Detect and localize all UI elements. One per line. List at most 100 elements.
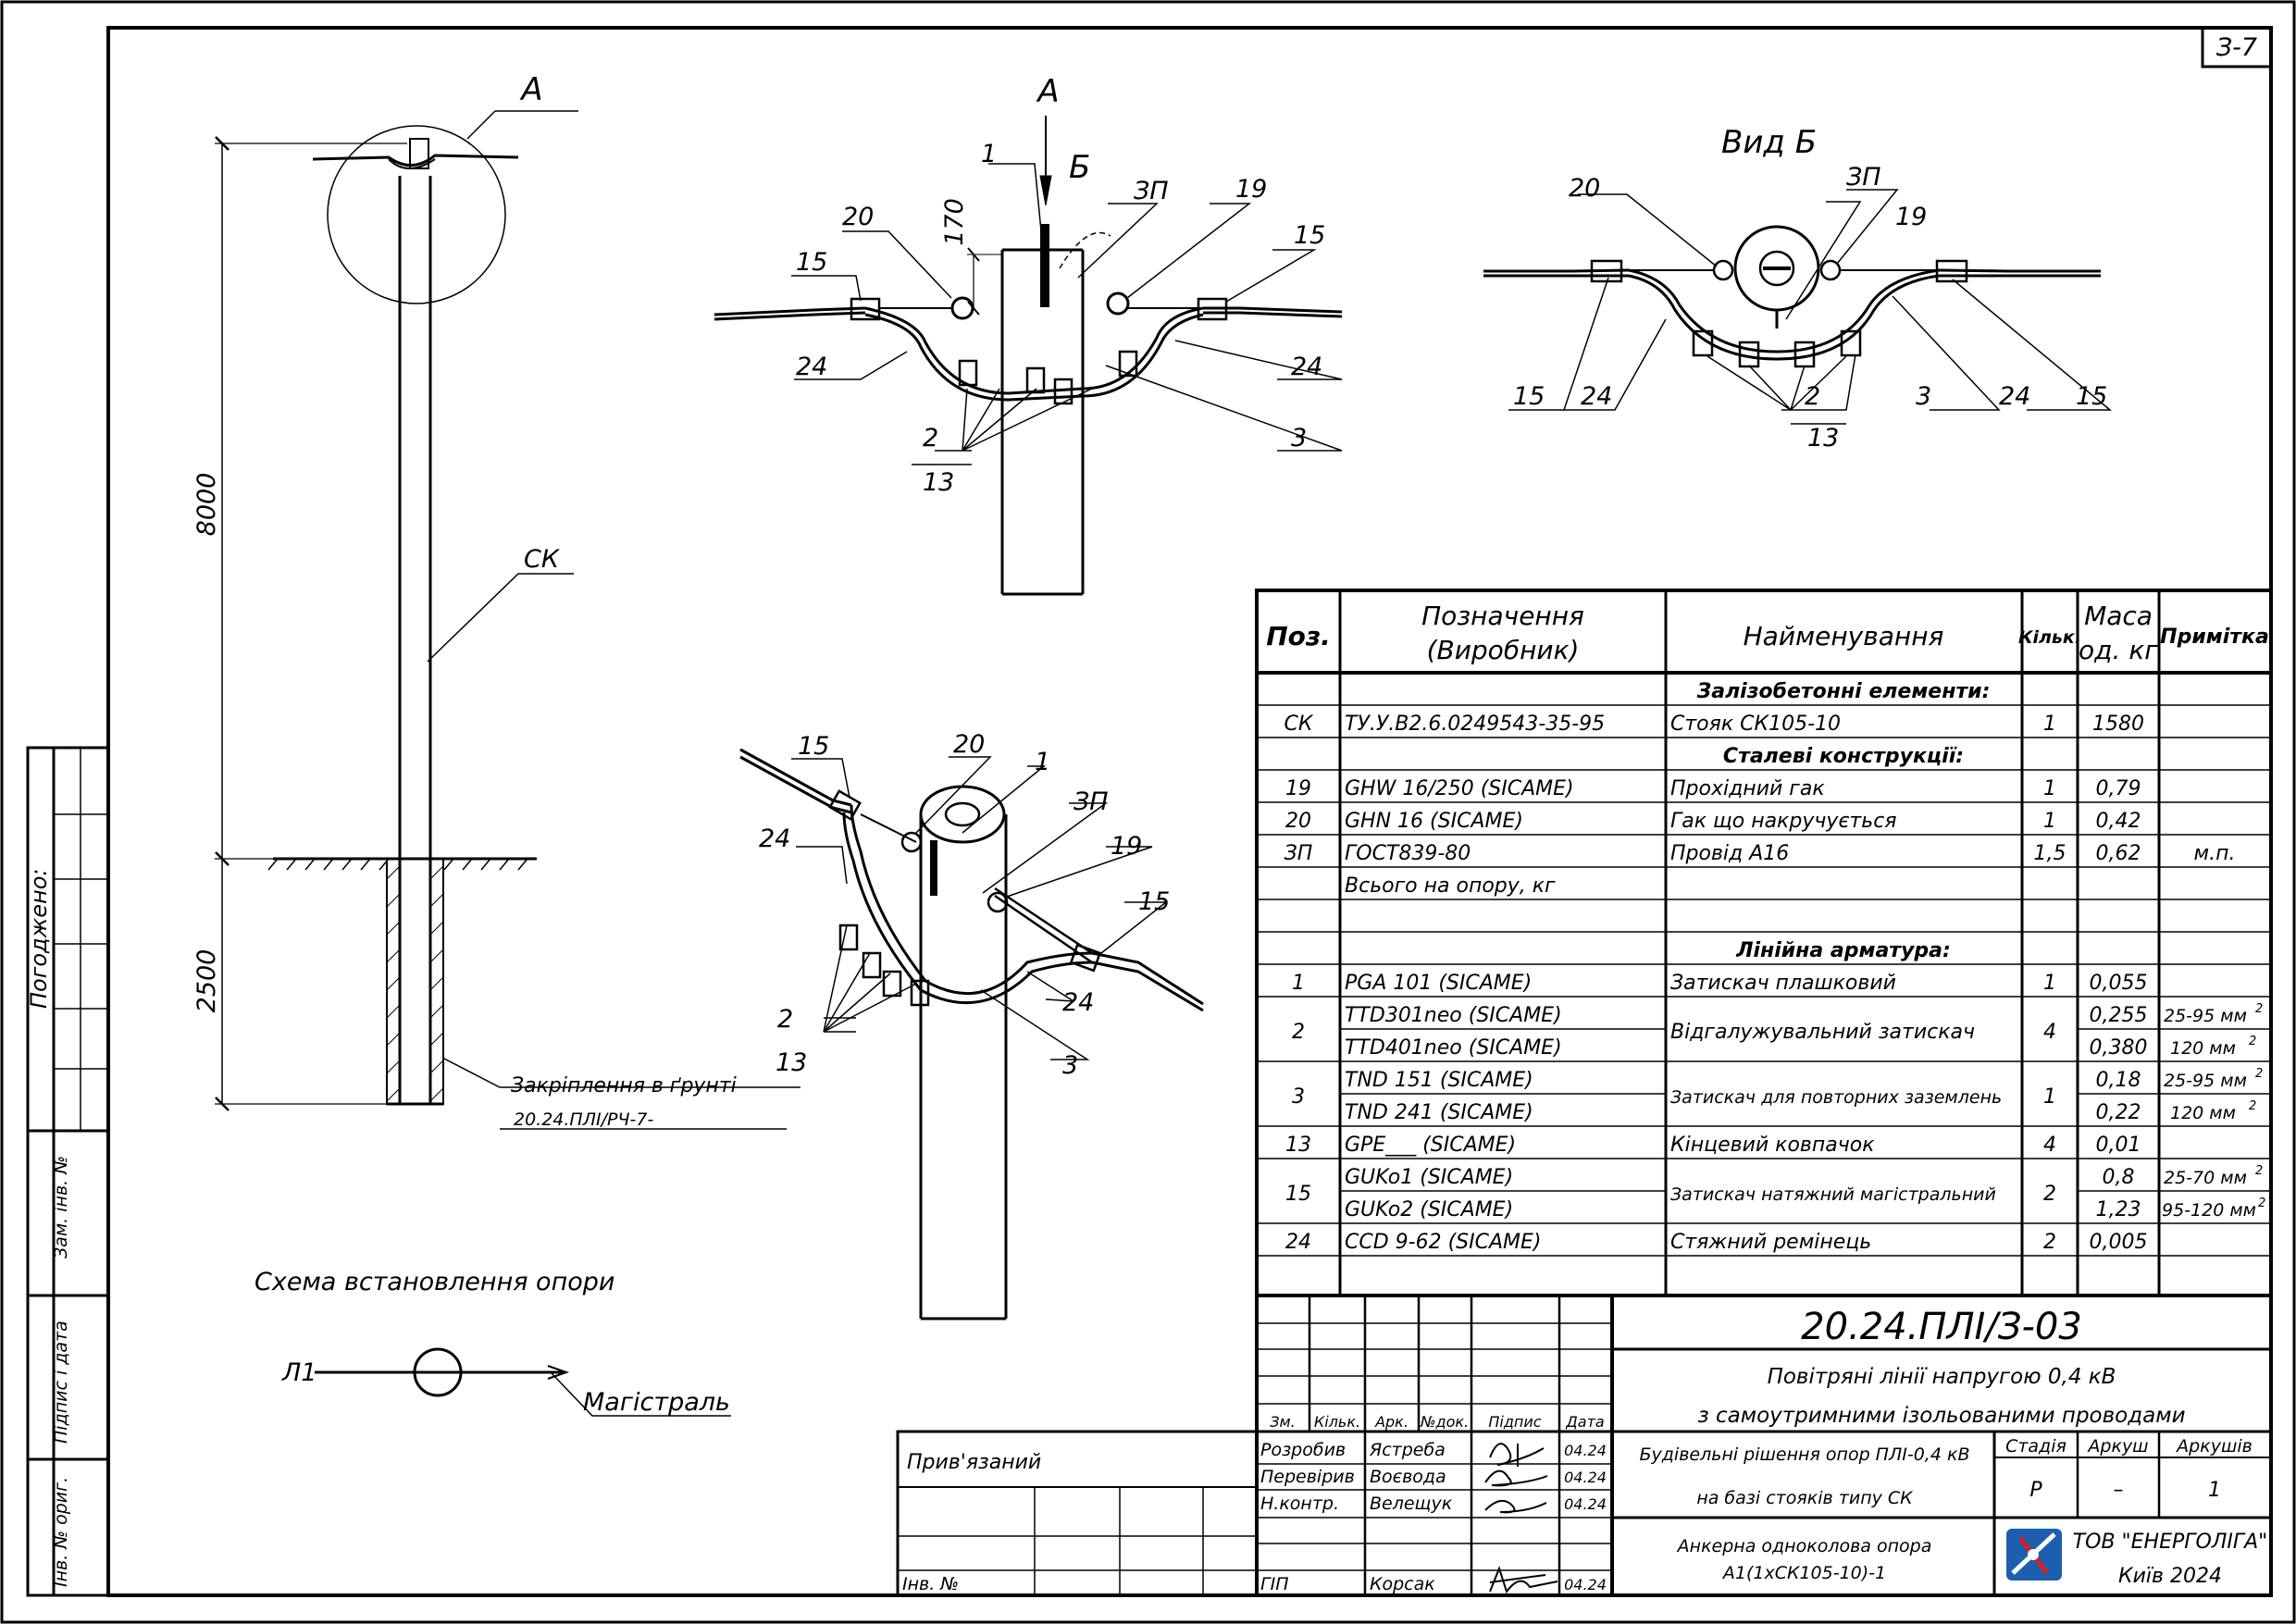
svg-text:25-70 мм: 25-70 мм bbox=[2164, 1168, 2247, 1188]
sheet-value: – bbox=[2114, 1479, 2124, 1502]
vidb-label-13: 13 bbox=[1807, 424, 1839, 452]
svg-text:2: 2 bbox=[2255, 1002, 2263, 1016]
spec-header-name: Найменування bbox=[1744, 621, 1944, 651]
label-a-left: А bbox=[519, 71, 542, 108]
svg-text:Затискач натяжний магістральни: Затискач натяжний магістральний bbox=[1670, 1184, 1996, 1205]
svg-text:PGA 101 (SICAME): PGA 101 (SICAME) bbox=[1345, 972, 1532, 995]
svg-text:Прохідний гак: Прохідний гак bbox=[1670, 777, 1825, 800]
svg-text:0,380: 0,380 bbox=[2090, 1036, 2148, 1060]
svg-text:19: 19 bbox=[1285, 777, 1311, 800]
svg-text:2: 2 bbox=[2043, 1183, 2056, 1206]
svg-text:3: 3 bbox=[1292, 1085, 1305, 1109]
detA-label-3: 3 bbox=[1291, 424, 1307, 452]
svg-text:2: 2 bbox=[2255, 1067, 2263, 1081]
view-b bbox=[1483, 189, 2113, 425]
label-l1: Л1 bbox=[281, 1358, 316, 1387]
spec-row-zp: ЗП ГОСТ839-80 Провід А16 1,5 0,62 м.п. bbox=[1285, 842, 2236, 865]
label-b-arrow: Б bbox=[1069, 149, 1090, 186]
svg-text:1: 1 bbox=[2043, 713, 2056, 736]
person-row-gip: ГІП Корсак 04.24 bbox=[1260, 1574, 1607, 1594]
stage-value: Р bbox=[2029, 1479, 2042, 1502]
iso-label-19: 19 bbox=[1111, 832, 1142, 861]
svg-text:Провід А16: Провід А16 bbox=[1670, 842, 1789, 865]
svg-text:2: 2 bbox=[2249, 1035, 2256, 1048]
iso-label-1: 1 bbox=[1035, 748, 1050, 776]
svg-text:Гак що накручується: Гак що накручується bbox=[1670, 810, 1897, 833]
sheets-label: Аркушів bbox=[2175, 1436, 2253, 1457]
dim-8000: 8000 bbox=[192, 473, 221, 537]
detA-label-24-right: 24 bbox=[1291, 353, 1322, 381]
vidb-label-20: 20 bbox=[1569, 174, 1600, 203]
svg-text:GHN 16 (SICAME): GHN 16 (SICAME) bbox=[1345, 810, 1523, 833]
stage-label: Стадія bbox=[2005, 1436, 2066, 1457]
svg-text:1: 1 bbox=[2043, 810, 2056, 833]
iso-label-2: 2 bbox=[777, 1005, 793, 1034]
svg-text:ГІП: ГІП bbox=[1260, 1574, 1288, 1594]
label-vid-b: Вид Б bbox=[1721, 124, 1817, 161]
stamp-pidpys-data: Підпис і дата bbox=[51, 1320, 71, 1444]
col-ndok: №док. bbox=[1420, 1413, 1469, 1431]
person-row-developer: Розробив Ястреба 04.24 bbox=[1260, 1440, 1607, 1460]
dim-170: 170 bbox=[940, 198, 969, 246]
spec-header-oznach-1: Позначення bbox=[1421, 601, 1584, 631]
detA-label-19: 19 bbox=[1235, 175, 1267, 204]
spec-row-19: 19 GHW 16/250 (SICAME) Прохідний гак 1 0… bbox=[1285, 777, 2141, 800]
svg-text:4: 4 bbox=[2043, 1021, 2056, 1044]
spec-header-pos: Поз. bbox=[1266, 621, 1331, 651]
iso-label-20: 20 bbox=[953, 730, 985, 759]
detA-label-15-left: 15 bbox=[796, 248, 827, 277]
svg-text:0,42: 0,42 bbox=[2096, 810, 2141, 833]
spec-row-15: 15 GUKo1 (SICAME) GUKo2 (SICAME) Затиска… bbox=[1285, 1164, 2265, 1221]
spec-section-steel: Сталеві конструкції: bbox=[1723, 745, 1964, 768]
svg-text:0,79: 0,79 bbox=[2096, 777, 2141, 800]
svg-text:1580: 1580 bbox=[2092, 713, 2144, 736]
svg-text:0,055: 0,055 bbox=[2090, 972, 2148, 995]
svg-text:Затискач плашковий: Затискач плашковий bbox=[1670, 972, 1896, 995]
spec-row-total: Всього на опору, кг bbox=[1345, 874, 1556, 898]
svg-text:Воєвода: Воєвода bbox=[1370, 1467, 1446, 1487]
iso-label-24-right: 24 bbox=[1062, 988, 1094, 1017]
detA-label-13: 13 bbox=[923, 468, 954, 497]
label-a-top: А bbox=[1036, 73, 1059, 110]
spec-section-fittings: Лінійна арматура: bbox=[1735, 939, 1951, 962]
ground-ref: 20.24.ПЛІ/РЧ-7- bbox=[514, 1110, 653, 1130]
detA-label-1: 1 bbox=[981, 140, 997, 168]
svg-text:04.24: 04.24 bbox=[1564, 1495, 1607, 1513]
person-row-norm-control: Н.контр. Велещук 04.24 bbox=[1260, 1494, 1607, 1514]
detA-label-zp: ЗП bbox=[1134, 177, 1169, 205]
detA-label-15-right: 15 bbox=[1294, 221, 1325, 250]
spec-row-20: 20 GHN 16 (SICAME) Гак що накручується 1… bbox=[1285, 810, 2141, 833]
spec-row-3: 3 TND 151 (SICAME) TND 241 (SICAME) Зати… bbox=[1292, 1067, 2263, 1124]
vidb-label-zp: ЗП bbox=[1846, 163, 1881, 192]
iso-label-15-left: 15 bbox=[798, 732, 829, 761]
stamp-zam-inv: Зам. інв. № bbox=[51, 1156, 71, 1258]
svg-text:Корсак: Корсак bbox=[1370, 1574, 1435, 1594]
iso-label-3: 3 bbox=[1062, 1051, 1078, 1080]
stamp-inv-orig: Інв. № ориг. bbox=[51, 1477, 71, 1587]
vidb-label-19: 19 bbox=[1895, 203, 1927, 231]
vidb-label-2: 2 bbox=[1805, 382, 1820, 411]
title-line-1: Повітряні лінії напругою 0,4 кВ bbox=[1768, 1365, 2116, 1389]
svg-text:1,23: 1,23 bbox=[2096, 1198, 2141, 1221]
person-row-checker: Перевірив Воєвода 04.24 bbox=[1260, 1467, 1607, 1487]
sheet-name-1: Анкерна одноколова опора bbox=[1676, 1536, 1932, 1556]
col-data: Дата bbox=[1565, 1413, 1604, 1431]
svg-text:04.24: 04.24 bbox=[1564, 1469, 1607, 1486]
iso-label-zp: ЗП bbox=[1074, 787, 1109, 816]
scheme-title: Схема встановлення опори bbox=[254, 1268, 614, 1296]
svg-text:ТУ.У.В2.6.0249543-35-95: ТУ.У.В2.6.0249543-35-95 bbox=[1345, 713, 1605, 736]
iso-label-13: 13 bbox=[776, 1048, 807, 1077]
spec-header-note: Примітка bbox=[2160, 626, 2269, 649]
dim-2500: 2500 bbox=[192, 949, 221, 1013]
svg-text:CCD 9-62 (SICAME): CCD 9-62 (SICAME) bbox=[1345, 1231, 1542, 1254]
sheet-name-2: А1(1хСК105-10)-1 bbox=[1721, 1563, 1886, 1583]
svg-text:ЗП: ЗП bbox=[1285, 842, 1313, 865]
pryvyazanyi-label: Прив'язаний bbox=[907, 1451, 1041, 1474]
svg-text:Всього на опору, кг: Всього на опору, кг bbox=[1345, 874, 1556, 898]
label-ck: СК bbox=[524, 545, 561, 574]
svg-text:13: 13 bbox=[1285, 1134, 1311, 1157]
svg-text:Ястреба: Ястреба bbox=[1369, 1440, 1446, 1460]
spec-row-13: 13 GPE___ (SICAME) Кінцевий ковпачок 4 0… bbox=[1285, 1134, 2141, 1157]
svg-text:2: 2 bbox=[2255, 1164, 2263, 1178]
